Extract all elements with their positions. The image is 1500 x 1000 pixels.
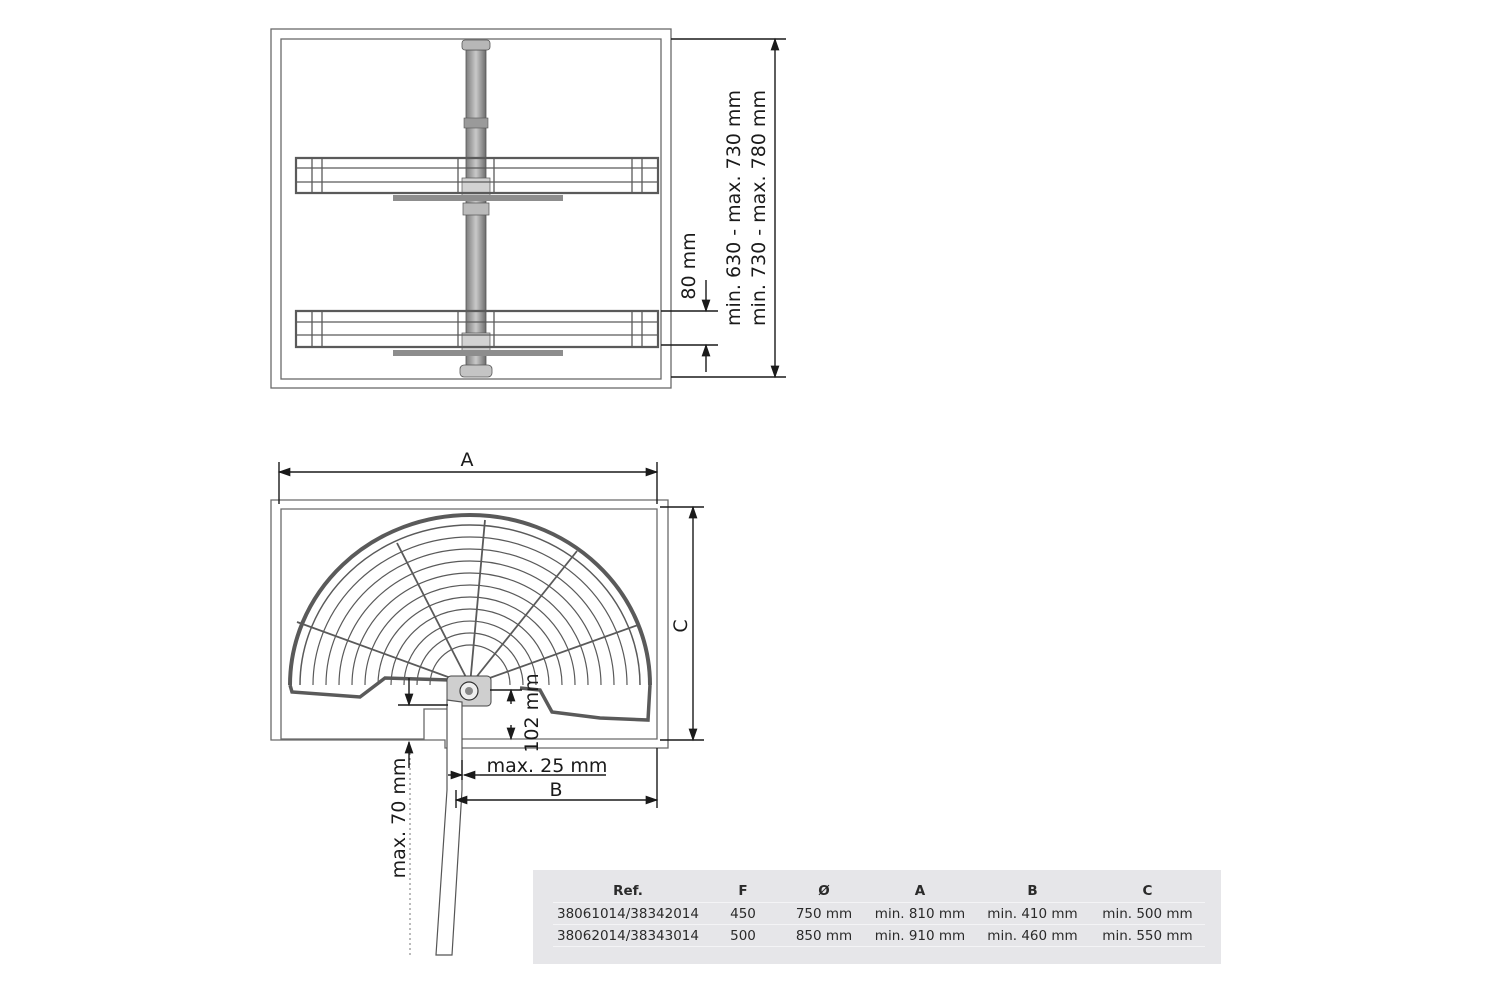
dim-c-label: C bbox=[670, 619, 692, 632]
spec-table: Ref. F Ø A B C 38061014/38342014 450 750… bbox=[533, 870, 1221, 964]
dimension-c: C bbox=[660, 505, 704, 742]
header-c: C bbox=[1142, 883, 1153, 899]
cell-diameter: 750 mm bbox=[783, 902, 865, 925]
dimension-a: A bbox=[277, 449, 659, 504]
cell-c: min. 500 mm bbox=[1090, 902, 1205, 925]
cell-b: min. 410 mm bbox=[975, 902, 1090, 925]
cell-diameter: 850 mm bbox=[783, 924, 865, 947]
dim-a-label: A bbox=[461, 449, 474, 471]
kidney-basket bbox=[288, 513, 652, 722]
header-ref: Ref. bbox=[613, 883, 643, 899]
central-pole bbox=[459, 39, 493, 378]
header-diameter: Ø bbox=[818, 883, 830, 899]
dimension-102mm: 102 mm bbox=[490, 673, 543, 753]
cell-ref: 38062014/38343014 bbox=[553, 924, 703, 947]
cell-ref: 38061014/38342014 bbox=[553, 902, 703, 925]
dim-height-label-1: min. 630 - max. 730 mm bbox=[723, 90, 745, 326]
cell-f: 500 bbox=[703, 924, 783, 947]
dimension-max25mm: max. 25 mm bbox=[448, 755, 607, 780]
dim-102mm-label: 102 mm bbox=[521, 673, 543, 752]
dim-max25mm-label: max. 25 mm bbox=[487, 755, 608, 777]
header-a: A bbox=[914, 883, 926, 899]
side-view: 80 mm min. 630 - max. 730 mm min. 730 - … bbox=[270, 28, 786, 389]
header-f: F bbox=[738, 883, 748, 899]
lower-basket bbox=[294, 309, 660, 356]
table-row: 38062014/38343014 500 850 mm min. 910 mm… bbox=[553, 924, 1205, 947]
cell-b: min. 460 mm bbox=[975, 924, 1090, 947]
table-row: 38061014/38342014 450 750 mm min. 810 mm… bbox=[553, 902, 1205, 925]
header-b: B bbox=[1027, 883, 1038, 899]
dim-80mm-label: 80 mm bbox=[678, 232, 700, 299]
dim-b-label: B bbox=[549, 779, 562, 801]
dimension-max70mm: max. 70 mm bbox=[388, 678, 448, 878]
top-view: A C 102 mm max. 25 mm bbox=[270, 449, 704, 956]
spec-table-header: Ref. F Ø A B C bbox=[553, 883, 1205, 903]
door-panel bbox=[409, 699, 463, 956]
cell-a: min. 910 mm bbox=[865, 924, 975, 947]
upper-basket bbox=[294, 156, 660, 201]
cell-f: 450 bbox=[703, 902, 783, 925]
dimension-height: min. 630 - max. 730 mm min. 730 - max. 7… bbox=[671, 37, 786, 379]
dim-height-label-2: min. 730 - max. 780 mm bbox=[748, 90, 770, 326]
cell-a: min. 810 mm bbox=[865, 902, 975, 925]
dimension-b: B bbox=[454, 748, 659, 808]
dimension-80mm: 80 mm bbox=[661, 232, 718, 372]
cell-c: min. 550 mm bbox=[1090, 924, 1205, 947]
dim-max70mm-label: max. 70 mm bbox=[388, 758, 410, 879]
